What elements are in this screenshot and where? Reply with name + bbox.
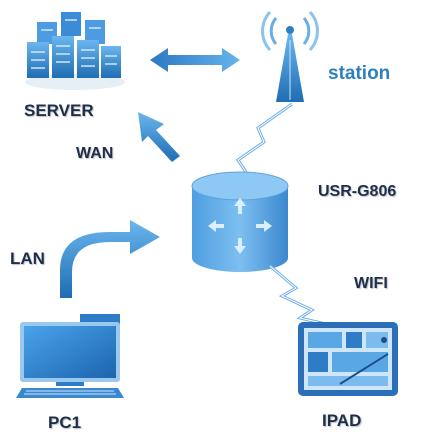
wifi-label: WIFI <box>354 275 388 292</box>
server-label: SERVER <box>24 101 94 120</box>
pc-icon <box>16 314 124 398</box>
router-label: USR-G806 <box>318 183 397 200</box>
lan-arrow-icon <box>60 220 160 298</box>
wan-label: WAN <box>76 145 114 162</box>
double-arrow-icon <box>150 48 240 72</box>
router-icon <box>191 171 289 272</box>
tower-icon <box>261 10 319 102</box>
station-label: station <box>328 63 391 84</box>
pc-label: PC1 <box>48 413 82 432</box>
wifi-lightning-icon <box>269 264 361 334</box>
ipad-icon <box>298 322 398 396</box>
server-icon <box>25 12 125 90</box>
lan-label: LAN <box>10 249 45 268</box>
wan-arrow-icon <box>138 112 180 162</box>
ipad-label: IPAD <box>322 411 362 430</box>
lightning-link-icon <box>235 102 293 173</box>
